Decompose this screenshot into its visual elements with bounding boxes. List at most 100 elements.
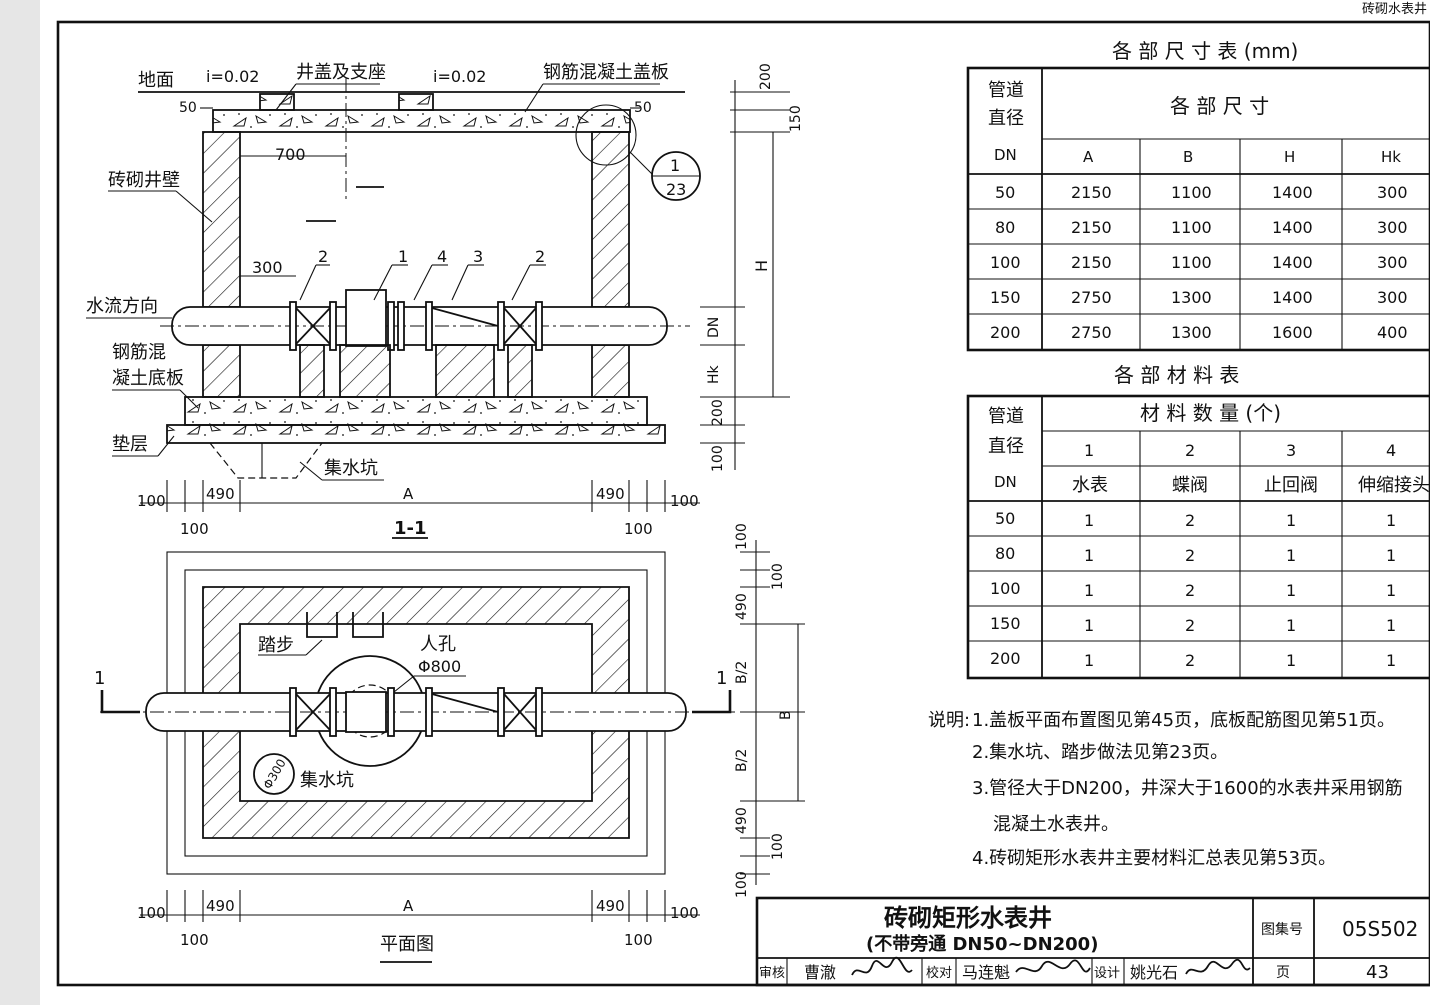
mat-cell: 1 bbox=[1084, 651, 1094, 670]
dim-table-head-dn-3: DN bbox=[994, 146, 1017, 164]
dim-cell: 2750 bbox=[1071, 323, 1112, 342]
slope-left-label: i=0.02 bbox=[206, 67, 259, 86]
base-label-1: 钢筋混 bbox=[112, 342, 166, 363]
dim-cell: 300 bbox=[1377, 218, 1408, 237]
note-1: 1.盖板平面布置图见第45页，底板配筋图见第51页。 bbox=[972, 710, 1395, 731]
dim-cell: 1400 bbox=[1272, 288, 1313, 307]
plan-view: 踏步 人孔 Φ800 Φ300 集水坑 1 1 bbox=[94, 523, 805, 963]
manhole-diameter: Φ800 bbox=[418, 657, 461, 676]
mat-cell: 1 bbox=[1084, 546, 1094, 565]
mat-col-name-1: 水表 bbox=[1072, 475, 1108, 496]
page-label: 页 bbox=[1276, 965, 1290, 981]
notes-prefix: 说明: bbox=[928, 710, 970, 731]
dim-cell: 300 bbox=[1377, 288, 1408, 307]
check-label: 校对 bbox=[926, 965, 952, 981]
plan-dim-v-100d: 100 bbox=[734, 871, 750, 898]
dim-v-150: 150 bbox=[788, 105, 804, 132]
manhole-label: 人孔 bbox=[420, 634, 456, 655]
note-3: 3.管径大于DN200，井深大于1600的水表井采用钢筋 bbox=[972, 778, 1403, 799]
reviewer-name: 曹澈 bbox=[804, 963, 836, 982]
reviewer-signature bbox=[851, 956, 913, 976]
material-table: 各 部 材 料 表 管道 直径 DN 材 料 数 量 (个) 1 2 3 4 水… bbox=[966, 363, 1430, 680]
dim-cell: 300 bbox=[1377, 253, 1408, 272]
note-3-cont: 混凝土水表井。 bbox=[993, 814, 1119, 835]
mat-cell: 1 bbox=[1286, 581, 1296, 600]
dim-cell: 80 bbox=[995, 218, 1015, 237]
dim-cell: 1400 bbox=[1272, 183, 1313, 202]
cut-mark-right: 1 bbox=[716, 668, 727, 689]
plan-dim-v-B2a: B/2 bbox=[734, 661, 750, 684]
dim-v-200-base: 200 bbox=[710, 399, 726, 426]
dim-cell: 150 bbox=[990, 288, 1021, 307]
dim-50-left: 50 bbox=[179, 100, 197, 116]
mat-col-name-2: 蝶阀 bbox=[1172, 475, 1208, 496]
dim-bottom-490a: 490 bbox=[206, 485, 235, 503]
wall-label: 砖砌井壁 bbox=[108, 170, 180, 191]
dim-table-head-dn-1: 管道 bbox=[988, 80, 1024, 101]
drawing-frame bbox=[56, 20, 1430, 987]
mat-cell: 100 bbox=[990, 579, 1021, 598]
plan-dim-bottom-490a: 490 bbox=[206, 897, 235, 915]
sump-label: 集水坑 bbox=[324, 458, 378, 479]
dim-cell: 300 bbox=[1377, 183, 1408, 202]
mat-cell: 150 bbox=[990, 614, 1021, 633]
mat-col-num-2: 2 bbox=[1185, 441, 1195, 460]
dim-bottom-490b: 490 bbox=[596, 485, 625, 503]
mat-cell: 2 bbox=[1185, 581, 1195, 600]
plan-dim-v-B2b: B/2 bbox=[734, 749, 750, 772]
mat-cell: 2 bbox=[1185, 651, 1195, 670]
dim-bottom-100a: 100 bbox=[137, 492, 166, 510]
slope-right-label: i=0.02 bbox=[433, 67, 486, 86]
mat-cell: 1 bbox=[1286, 651, 1296, 670]
sub-title: (不带旁通 DN50~DN200) bbox=[866, 933, 1098, 955]
plan-sump-label: 集水坑 bbox=[300, 770, 354, 791]
dim-col-H: H bbox=[1284, 148, 1295, 166]
cushion-label: 垫层 bbox=[112, 434, 148, 455]
dim-table-rows: 50 2150 1100 1400 300 80 2150 1100 1400 … bbox=[990, 183, 1408, 342]
mat-cell: 1 bbox=[1084, 581, 1094, 600]
dim-cell: 1100 bbox=[1171, 218, 1212, 237]
dim-bottom-100b: 100 bbox=[180, 520, 209, 538]
plan-dim-v-B: B bbox=[778, 710, 794, 720]
plan-dim-bottom-100d: 100 bbox=[670, 904, 699, 922]
slab-label: 钢筋混凝土盖板 bbox=[543, 62, 669, 83]
dim-table-group-header: 各 部 尺 寸 bbox=[1170, 94, 1269, 118]
dim-v-100-cushion: 100 bbox=[710, 445, 726, 472]
dim-col-Hk: Hk bbox=[1381, 148, 1401, 166]
mat-cell: 50 bbox=[995, 509, 1015, 528]
mat-table-group-header: 材 料 数 量 (个) bbox=[1140, 401, 1281, 425]
mat-table-title: 各 部 材 料 表 bbox=[1114, 363, 1239, 387]
design-label: 设计 bbox=[1094, 966, 1120, 981]
dim-700: 700 bbox=[275, 145, 306, 164]
detail-ref-page: 23 bbox=[666, 180, 686, 199]
atlas-label: 图集号 bbox=[1261, 921, 1303, 938]
mat-cell: 1 bbox=[1386, 511, 1396, 530]
plan-dim-bottom-100b: 100 bbox=[180, 931, 209, 949]
dim-cell: 200 bbox=[990, 323, 1021, 342]
plan-dim-v-100a: 100 bbox=[734, 523, 750, 550]
mat-cell: 2 bbox=[1185, 546, 1195, 565]
note-4: 4.砖砌矩形水表井主要材料汇总表见第53页。 bbox=[972, 848, 1336, 869]
mat-cell: 2 bbox=[1185, 511, 1195, 530]
dim-col-A: A bbox=[1083, 148, 1094, 166]
checker-signature bbox=[1015, 959, 1091, 973]
mat-cell: 200 bbox=[990, 649, 1021, 668]
dim-v-H: H bbox=[752, 260, 771, 272]
flow-label: 水流方向 bbox=[86, 296, 158, 317]
dim-col-B: B bbox=[1183, 148, 1193, 166]
mat-table-head-dn-3: DN bbox=[994, 473, 1017, 491]
dim-v-200-top: 200 bbox=[758, 63, 774, 90]
plan-dim-v-490b: 490 bbox=[734, 807, 750, 834]
mat-col-num-4: 4 bbox=[1386, 441, 1396, 460]
dim-table-title: 各 部 尺 寸 表 (mm) bbox=[1112, 39, 1298, 63]
mat-cell: 1 bbox=[1386, 616, 1396, 635]
plan-dim-v-490a: 490 bbox=[734, 593, 750, 620]
plan-dim-bottom-A: A bbox=[403, 897, 414, 915]
mat-col-name-4: 伸缩接头 bbox=[1358, 475, 1430, 496]
mat-cell: 1 bbox=[1286, 616, 1296, 635]
mat-col-name-3: 止回阀 bbox=[1264, 475, 1318, 496]
dim-cell: 1400 bbox=[1272, 253, 1313, 272]
mat-col-num-3: 3 bbox=[1286, 441, 1296, 460]
cover-label: 井盖及支座 bbox=[296, 62, 386, 83]
